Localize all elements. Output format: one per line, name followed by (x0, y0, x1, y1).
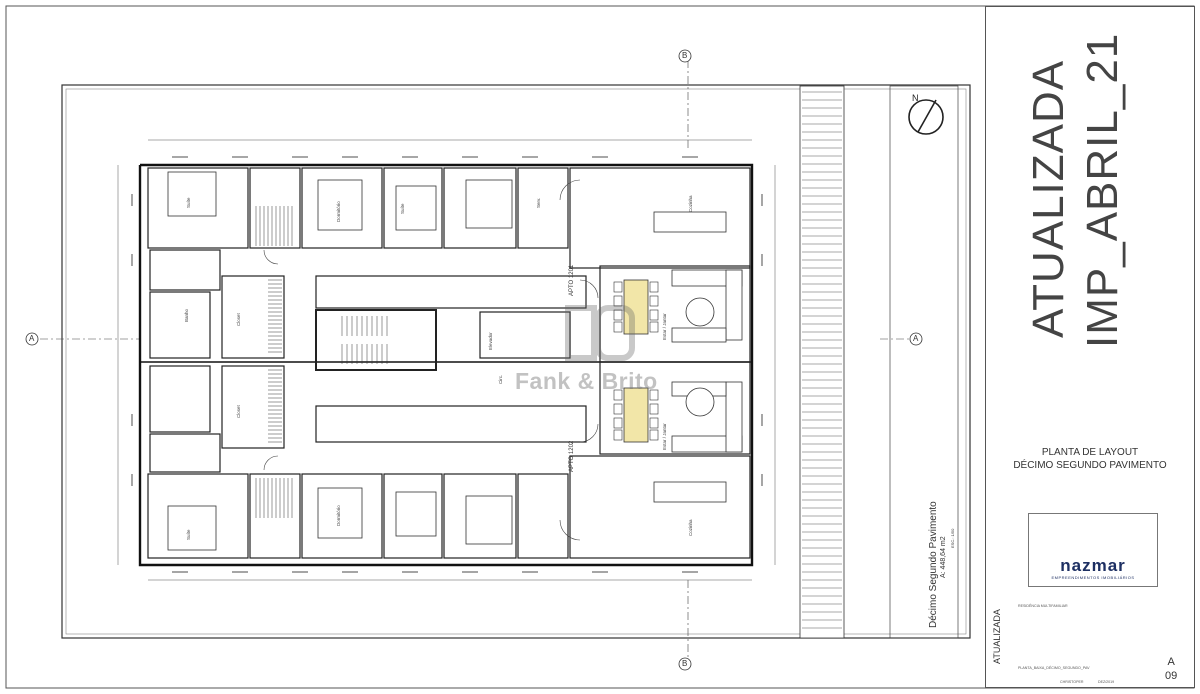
project-line: RESIDÊNCIA MULTIFAMILIAR (1018, 604, 1068, 608)
room-label-suite-2: Suíte (400, 203, 405, 214)
apto-1201-label: APTO 1201 (569, 264, 575, 296)
watermark-logo (565, 305, 635, 361)
room-label-suite-lower: Suíte (186, 529, 191, 540)
section-marker-left (25, 332, 39, 346)
dining-table-upper (623, 279, 649, 335)
balcony-strip (799, 85, 845, 639)
sheet-title: PLANTA DE LAYOUT DÉCIMO SEGUNDO PAVIMENT… (986, 446, 1194, 472)
room-label-closet: Closet (236, 313, 241, 326)
author: CHRISTOPER (1060, 680, 1084, 684)
file-line: PLANTA_BAIXA_DÉCIMO_SEGUNDO_PAV (1018, 666, 1090, 670)
floor-name: Décimo Segundo Pavimento (928, 501, 939, 628)
date-line: DEZ/2019 (1098, 680, 1115, 684)
sheet-number-value: 09 (1165, 670, 1178, 682)
room-label-suite: Suíte (186, 197, 191, 208)
kitchen-island-lower (653, 481, 727, 503)
building-walls (138, 163, 754, 567)
room-label-dormitorio: Dormitório (336, 201, 341, 222)
section-marker-right (909, 332, 923, 346)
sheet-title-line-1: PLANTA DE LAYOUT (1041, 447, 1139, 458)
room-label-cozinha: Cozinha (688, 195, 693, 212)
apto-1202-label: APTO 1202 (569, 440, 575, 472)
svg-text:N: N (912, 93, 919, 103)
floor-scale: ESC.: 1/50 (950, 528, 955, 548)
dining-table-lower (623, 387, 649, 443)
section-marker-bottom (678, 657, 692, 671)
room-label-closet-2: Closet (236, 405, 241, 418)
watermark-text: Fank & Brito (515, 368, 658, 394)
logo-name: nazmar (1060, 556, 1126, 575)
floor-area: A: 448,64 m2 (940, 536, 947, 578)
update-stamp: ATUALIZADA IMP_ABRIL_21 (1018, 20, 1128, 350)
room-label-estar: Estar / Jantar (662, 313, 667, 340)
room-label-dormitorio-lower: Dormitório (336, 505, 341, 526)
room-label-estar-lower: Estar / Jantar (662, 423, 667, 450)
section-marker-right-label: A (913, 334, 919, 343)
room-label-cozinha-lower: Cozinha (688, 519, 693, 536)
sheet-title-line-2: DÉCIMO SEGUNDO PAVIMENTO (1013, 460, 1167, 471)
stamp-line-2: IMP_ABRIL_21 (1078, 32, 1127, 348)
room-label-elevador: Elevador (488, 332, 493, 350)
side-stamp: ATUALIZADA (992, 609, 1002, 664)
section-marker-top-label: B (682, 51, 688, 60)
section-marker-left-label: A (29, 334, 35, 343)
section-marker-top (678, 49, 692, 63)
client-logo: nazmar EMPREENDIMENTOS IMOBILIÁRIOS (1028, 513, 1158, 587)
room-label-banho: Banho (184, 308, 189, 322)
sheet-letter: A (1167, 656, 1175, 668)
section-marker-bottom-label: B (682, 659, 688, 668)
room-label-circ: Circ. (498, 374, 503, 384)
logo-tagline: EMPREENDIMENTOS IMOBILIÁRIOS (1051, 575, 1135, 580)
sheet-number: A 09 (1165, 655, 1177, 683)
room-label-serv: Serv. (536, 197, 541, 208)
north-arrow-icon: N (908, 93, 944, 135)
drawing-frame (61, 84, 971, 639)
kitchen-island-upper (653, 211, 727, 233)
stamp-line-1: ATUALIZADA (1024, 59, 1073, 338)
